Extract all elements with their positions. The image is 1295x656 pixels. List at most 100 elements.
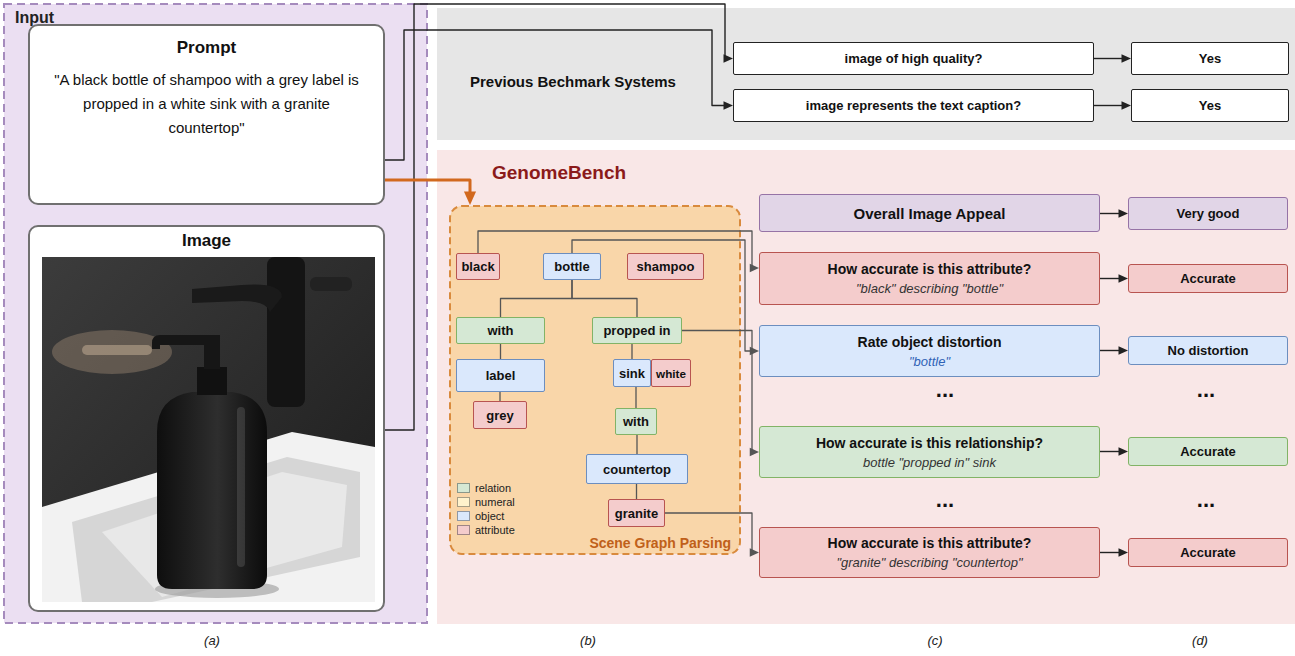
node-title: How accurate is this attribute? (828, 261, 1032, 277)
connector (1100, 209, 1128, 218)
node-detail: "granite" describing "countertop" (836, 555, 1022, 570)
ellipsis-mark: ... (1197, 377, 1215, 403)
legend-swatch (457, 497, 470, 507)
answer-box: Very good (1128, 197, 1288, 230)
arrowhead (750, 347, 759, 355)
arrowhead (1119, 274, 1129, 283)
attribute-node: shampoo (627, 253, 704, 280)
node-title: Accurate (1180, 444, 1236, 459)
legend-row: attribute (457, 523, 515, 537)
input-panel-fill (4, 4, 427, 623)
connector-line (631, 344, 632, 359)
connector-line (385, 180, 470, 193)
object-node: sink (613, 359, 651, 387)
legend-row: numeral (457, 495, 515, 509)
connector-line (1094, 58, 1123, 59)
connector-line (635, 387, 636, 408)
connector-line (636, 435, 637, 454)
appeal-question: Overall Image Appeal (759, 194, 1100, 232)
connector (636, 484, 637, 499)
node-title: with (484, 323, 518, 338)
connector-line (1094, 105, 1123, 106)
legend-row: relation (457, 481, 515, 495)
question-box: image represents the text caption? (733, 89, 1094, 122)
node-title: image represents the text caption? (806, 98, 1021, 113)
prompt-box: Prompt"A black bottle of shampoo with a … (28, 24, 385, 205)
connector-line (501, 280, 573, 317)
connector-line (1100, 552, 1120, 553)
attribute-node: white (651, 359, 691, 387)
answer-box: Yes (1131, 89, 1289, 122)
genomebench-band: GenomeBenchScene Graph Parsingblackbottl… (437, 150, 1295, 624)
legend-swatch (457, 525, 470, 535)
image-box: Image (28, 225, 385, 612)
node-title: Rate object distortion (858, 334, 1002, 350)
connector (1094, 54, 1131, 63)
arrowhead (1119, 209, 1129, 218)
ellipsis-mark: ... (936, 487, 954, 513)
relation-node: propped in (592, 317, 682, 344)
answer-box: Accurate (1128, 264, 1288, 293)
connector (1094, 101, 1131, 110)
connector-line (1100, 350, 1120, 351)
brush-handle (82, 345, 152, 355)
arrowhead (1122, 54, 1132, 63)
panel-letter: (d) (1192, 633, 1208, 648)
relationship-question: How accurate is this relationship?bottle… (759, 426, 1100, 478)
faucet-body (267, 257, 305, 407)
node-title: GenomeBench (492, 162, 626, 184)
object-node: label (456, 359, 545, 392)
legend-text: numeral (475, 496, 515, 508)
connector-line (499, 392, 500, 401)
connector (385, 4, 733, 430)
photo-backdrop (42, 257, 375, 602)
node-title: countertop (599, 462, 675, 477)
node-detail: "black" describing "bottle" (856, 281, 1003, 296)
attribute-question: How accurate is this attribute? "black" d… (759, 252, 1100, 305)
connector (1100, 274, 1128, 283)
node-title: Previous Bechmark Systems (470, 73, 676, 90)
relation-node: with (456, 317, 545, 344)
node-title: Image (182, 231, 231, 251)
connector-line (1100, 278, 1120, 279)
legend-swatch (457, 483, 470, 493)
connector-line (636, 484, 637, 499)
previous-benchmarks-band-fill (437, 8, 1295, 140)
node-title: Scene Graph Parsing (589, 535, 731, 551)
connector (636, 387, 637, 408)
arrowhead (750, 448, 759, 456)
arrowhead (724, 54, 734, 63)
node-title: Overall Image Appeal (853, 205, 1005, 222)
node-title: bottle (550, 259, 593, 274)
arrowhead (464, 192, 476, 206)
node-title: Yes (1199, 98, 1221, 113)
answer-box: Accurate (1128, 538, 1288, 567)
node-title: label (482, 368, 520, 383)
arrowhead (1119, 548, 1129, 557)
connector-line (500, 344, 501, 359)
connector-line (385, 30, 725, 160)
faucet-spout (192, 285, 282, 313)
photo-illustration (42, 257, 375, 602)
faucet-handle (310, 277, 352, 291)
connector (501, 280, 573, 317)
connector (500, 392, 501, 401)
legend-text: attribute (475, 524, 515, 536)
connector (385, 180, 476, 205)
answer-box: No distortion (1128, 336, 1288, 365)
legend-text: object (475, 510, 504, 522)
node-detail: bottle "propped in" sink (863, 455, 996, 470)
node-title: Accurate (1180, 545, 1236, 560)
connector (632, 344, 633, 359)
connector (1100, 447, 1128, 456)
legend-swatch (457, 511, 470, 521)
connector-line (385, 4, 725, 430)
legend-text: relation (475, 482, 511, 494)
connector (637, 435, 638, 454)
connector (385, 30, 733, 160)
ellipsis-mark: ... (1197, 487, 1215, 513)
node-title: Very good (1177, 206, 1240, 221)
connector-line (682, 331, 752, 453)
arrowhead (1122, 101, 1132, 110)
node-title: white (652, 367, 690, 380)
